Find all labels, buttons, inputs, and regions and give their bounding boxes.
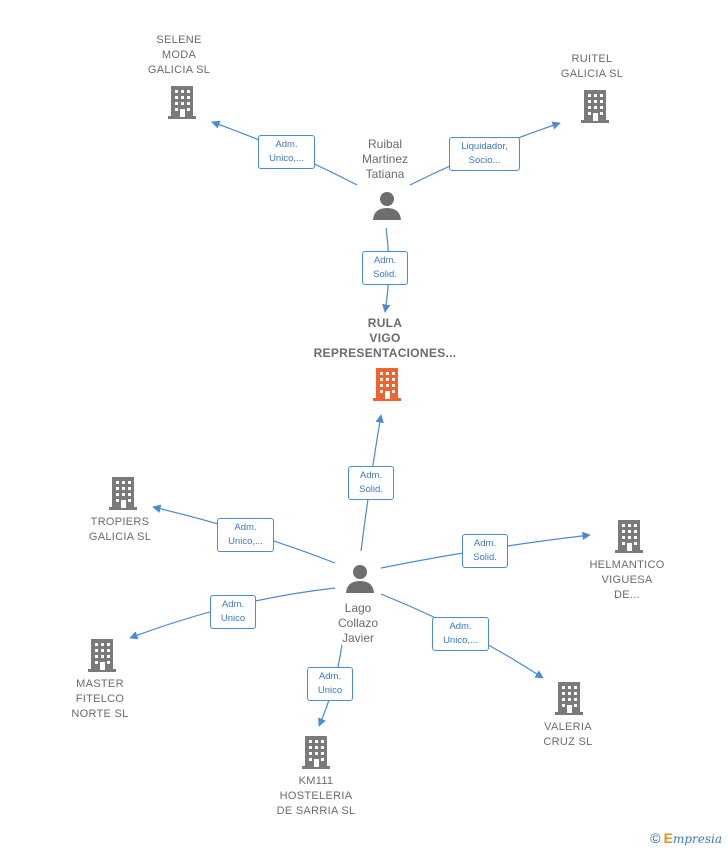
person-icon[interactable] — [344, 563, 376, 595]
building-icon-focus[interactable] — [371, 366, 403, 402]
building-icon[interactable] — [613, 518, 645, 554]
building-icon[interactable] — [86, 637, 118, 673]
edge-label-line: Adm. — [318, 671, 342, 682]
company-name-helmantico[interactable]: HELMANTICO VIGUESA DE... — [589, 559, 665, 601]
edge-label-lago-valeria[interactable]: Adm. Unico,... — [432, 617, 489, 651]
edge-label-line: Adm. — [275, 139, 298, 150]
copyright-symbol: © — [650, 830, 661, 846]
edge-label-line: Liquidador, — [461, 141, 508, 152]
building-icon[interactable] — [166, 84, 198, 120]
edge-label-line: Unico,... — [228, 536, 263, 547]
edge-label-line: Adm. — [234, 522, 257, 533]
edge-label-line: Adm. — [359, 470, 383, 481]
building-icon[interactable] — [553, 680, 585, 716]
person-icon[interactable] — [371, 190, 403, 222]
edge-label-lago-tropiers[interactable]: Adm. Unico,... — [217, 518, 274, 552]
brand-watermark: © Empresia — [650, 830, 722, 846]
brand-name: mpresia — [672, 832, 722, 846]
edge-label-line: Adm. — [449, 621, 472, 632]
company-name-rula[interactable]: RULA VIGO REPRESENTACIONES... — [313, 316, 457, 360]
edge-label-line: Unico,... — [269, 153, 304, 164]
edge-label-ruibal-ruitel[interactable]: Liquidador, Socio... — [449, 137, 520, 171]
edge-label-line: Adm. — [373, 255, 397, 266]
building-icon[interactable] — [107, 475, 139, 511]
edge-label-lago-km111[interactable]: Adm. Unico — [307, 667, 353, 701]
edge-label-line: Solid. — [359, 484, 383, 495]
building-icon[interactable] — [579, 88, 611, 124]
building-icon[interactable] — [300, 734, 332, 770]
company-name-tropiers[interactable]: TROPIERS GALICIA SL — [88, 516, 152, 543]
edge-label-line: Unico,... — [443, 635, 478, 646]
edge-label-ruibal-selene[interactable]: Adm. Unico,... — [258, 135, 315, 169]
edge-label-ruibal-rula[interactable]: Adm. Solid. — [362, 251, 408, 285]
edge-label-lago-master[interactable]: Adm. Unico — [210, 595, 256, 629]
company-name-km111[interactable]: KM111 HOSTELERIA DE SARRIA SL — [276, 775, 356, 817]
company-name-master[interactable]: MASTER FITELCO NORTE SL — [71, 678, 129, 720]
edge-label-line: Adm. — [473, 538, 497, 549]
company-name-valeria[interactable]: VALERIA CRUZ SL — [543, 721, 593, 748]
edge-label-lago-helmantico[interactable]: Adm. Solid. — [462, 534, 508, 568]
brand-logo[interactable]: Empresia — [664, 830, 722, 846]
edge-label-line: Unico — [317, 685, 343, 696]
person-name-ruibal[interactable]: Ruibal Martinez Tatiana — [361, 137, 408, 181]
company-name-selene[interactable]: SELENE MODA GALICIA SL — [147, 34, 211, 76]
company-name-ruitel[interactable]: RUITEL GALICIA SL — [560, 53, 624, 80]
edge-label-line: Solid. — [373, 269, 397, 280]
edge-label-line: Solid. — [473, 552, 497, 563]
edge-label-line: Unico — [220, 613, 246, 624]
brand-initial: E — [663, 830, 673, 846]
person-name-lago[interactable]: Lago Collazo Javier — [337, 601, 379, 645]
edge-label-line: Socio... — [468, 155, 501, 166]
edge-label-lago-rula[interactable]: Adm. Solid. — [348, 466, 394, 500]
edge-label-line: Adm. — [221, 599, 245, 610]
